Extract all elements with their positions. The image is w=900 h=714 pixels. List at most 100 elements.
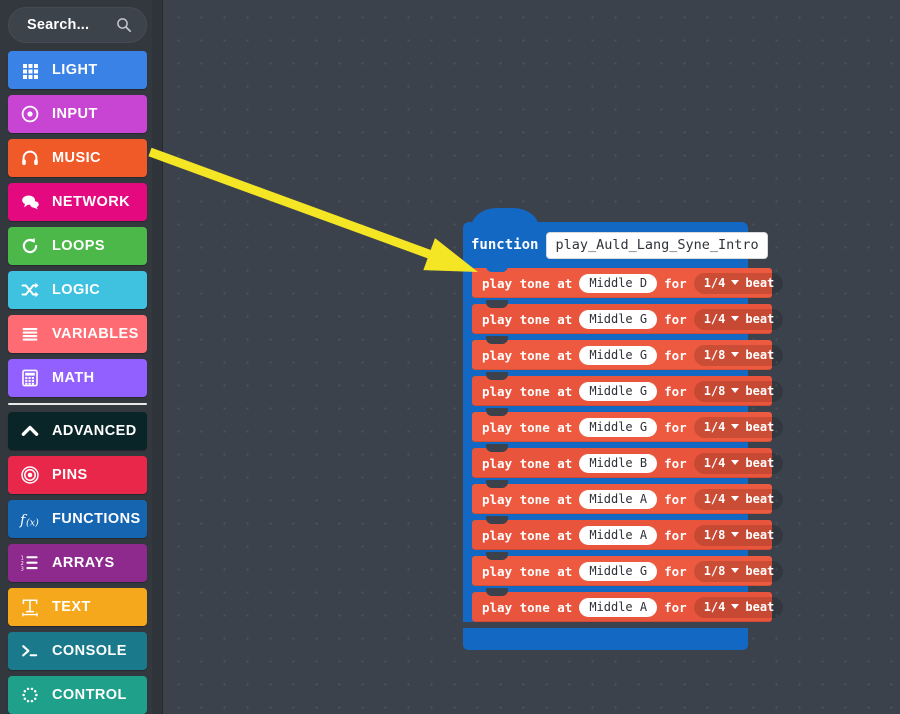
beat-value: 1/4 xyxy=(703,275,726,290)
toolbox-item-label: CONTROL xyxy=(52,687,127,703)
toolbox-item-input[interactable]: INPUT xyxy=(8,95,147,133)
toolbox-item-label: CONSOLE xyxy=(52,643,127,659)
note-field[interactable]: Middle G xyxy=(579,561,658,581)
toolbox-item-music[interactable]: MUSIC xyxy=(8,139,147,177)
chevron-down-icon[interactable] xyxy=(731,568,740,573)
toolbox-item-label: MUSIC xyxy=(52,150,101,166)
toolbox-item-variables[interactable]: VARIABLES xyxy=(8,315,147,353)
search-input[interactable]: Search... xyxy=(8,7,147,43)
beat-value: 1/4 xyxy=(703,599,726,614)
toolbox-item-label: MATH xyxy=(52,370,95,386)
toolbox-item-loops[interactable]: LOOPS xyxy=(8,227,147,265)
chevron-down-icon[interactable] xyxy=(731,352,740,357)
beat-unit-label: beat xyxy=(745,419,775,434)
beat-unit-label: beat xyxy=(745,599,775,614)
chevron-down-icon[interactable] xyxy=(731,460,740,465)
toolbox-item-text[interactable]: TEXT xyxy=(8,588,147,626)
fx-icon: f(x) xyxy=(19,508,41,530)
function-name-field[interactable]: play_Auld_Lang_Syne_Intro xyxy=(546,231,768,259)
target-dot-icon xyxy=(19,103,41,125)
note-field[interactable]: Middle A xyxy=(579,525,658,545)
toolbox-item-label: TEXT xyxy=(52,599,91,615)
play-tone-prefix-label: play tone at xyxy=(482,275,573,291)
toolbox-item-pins[interactable]: PINS xyxy=(8,456,147,494)
shuffle-arrows-icon xyxy=(19,279,41,301)
play-tone-prefix-label: play tone at xyxy=(482,347,573,363)
toolbox-item-network[interactable]: NETWORK xyxy=(8,183,147,221)
svg-text:2: 2 xyxy=(21,561,24,567)
chevron-down-icon[interactable] xyxy=(731,388,740,393)
for-label: for xyxy=(664,563,687,579)
for-label: for xyxy=(664,527,687,543)
toolbox-item-console[interactable]: CONSOLE xyxy=(8,632,147,670)
toolbox-item-functions[interactable]: f(x)FUNCTIONS xyxy=(8,500,147,538)
chevron-down-icon[interactable] xyxy=(731,604,740,609)
toolbox-item-light[interactable]: LIGHT xyxy=(8,51,147,89)
function-block[interactable]: function play_Auld_Lang_Syne_Intro play … xyxy=(463,208,784,650)
toolbox-item-math[interactable]: MATH xyxy=(8,359,147,397)
chevron-down-icon[interactable] xyxy=(731,316,740,321)
note-field[interactable]: Middle A xyxy=(579,597,658,617)
play-tone-prefix-label: play tone at xyxy=(482,563,573,579)
note-field[interactable]: Middle B xyxy=(579,453,658,473)
note-field[interactable]: Middle A xyxy=(579,489,658,509)
function-block-header[interactable]: function play_Auld_Lang_Syne_Intro xyxy=(463,208,768,268)
play-tone-prefix-label: play tone at xyxy=(482,311,573,327)
chevron-down-icon[interactable] xyxy=(731,424,740,429)
note-field[interactable]: Middle D xyxy=(579,273,658,293)
headphones-icon xyxy=(19,147,41,169)
for-label: for xyxy=(664,275,687,291)
toolbox-item-advanced[interactable]: ADVANCED xyxy=(8,412,147,450)
note-field[interactable]: Middle G xyxy=(579,417,658,437)
beat-unit-label: beat xyxy=(745,347,775,362)
speech-bubbles-icon xyxy=(19,191,41,213)
chevron-down-icon[interactable] xyxy=(731,496,740,501)
search-icon[interactable] xyxy=(116,17,132,33)
for-label: for xyxy=(664,419,687,435)
beat-value: 1/4 xyxy=(703,311,726,326)
toolbox-item-control[interactable]: CONTROL xyxy=(8,676,147,714)
beat-value: 1/8 xyxy=(703,383,726,398)
note-field[interactable]: Middle G xyxy=(579,381,658,401)
chevron-down-icon[interactable] xyxy=(731,280,740,285)
chevron-down-icon[interactable] xyxy=(731,532,740,537)
toolbox-item-label: PINS xyxy=(52,467,88,483)
svg-text:(x): (x) xyxy=(26,518,39,529)
toolbox-item-logic[interactable]: LOGIC xyxy=(8,271,147,309)
for-label: for xyxy=(664,599,687,615)
toolbox-item-label: VARIABLES xyxy=(52,326,139,342)
beat-unit-label: beat xyxy=(745,455,775,470)
for-label: for xyxy=(664,311,687,327)
toolbox-item-label: ARRAYS xyxy=(52,555,115,571)
svg-text:f: f xyxy=(19,513,28,529)
beat-dropdown[interactable]: 1/4 beat xyxy=(693,596,784,618)
toolbox-divider xyxy=(8,403,147,405)
note-field[interactable]: Middle G xyxy=(579,345,658,365)
toolbox-item-label: INPUT xyxy=(52,106,98,122)
toolbox-item-label: LIGHT xyxy=(52,62,98,78)
note-field[interactable]: Middle G xyxy=(579,309,658,329)
